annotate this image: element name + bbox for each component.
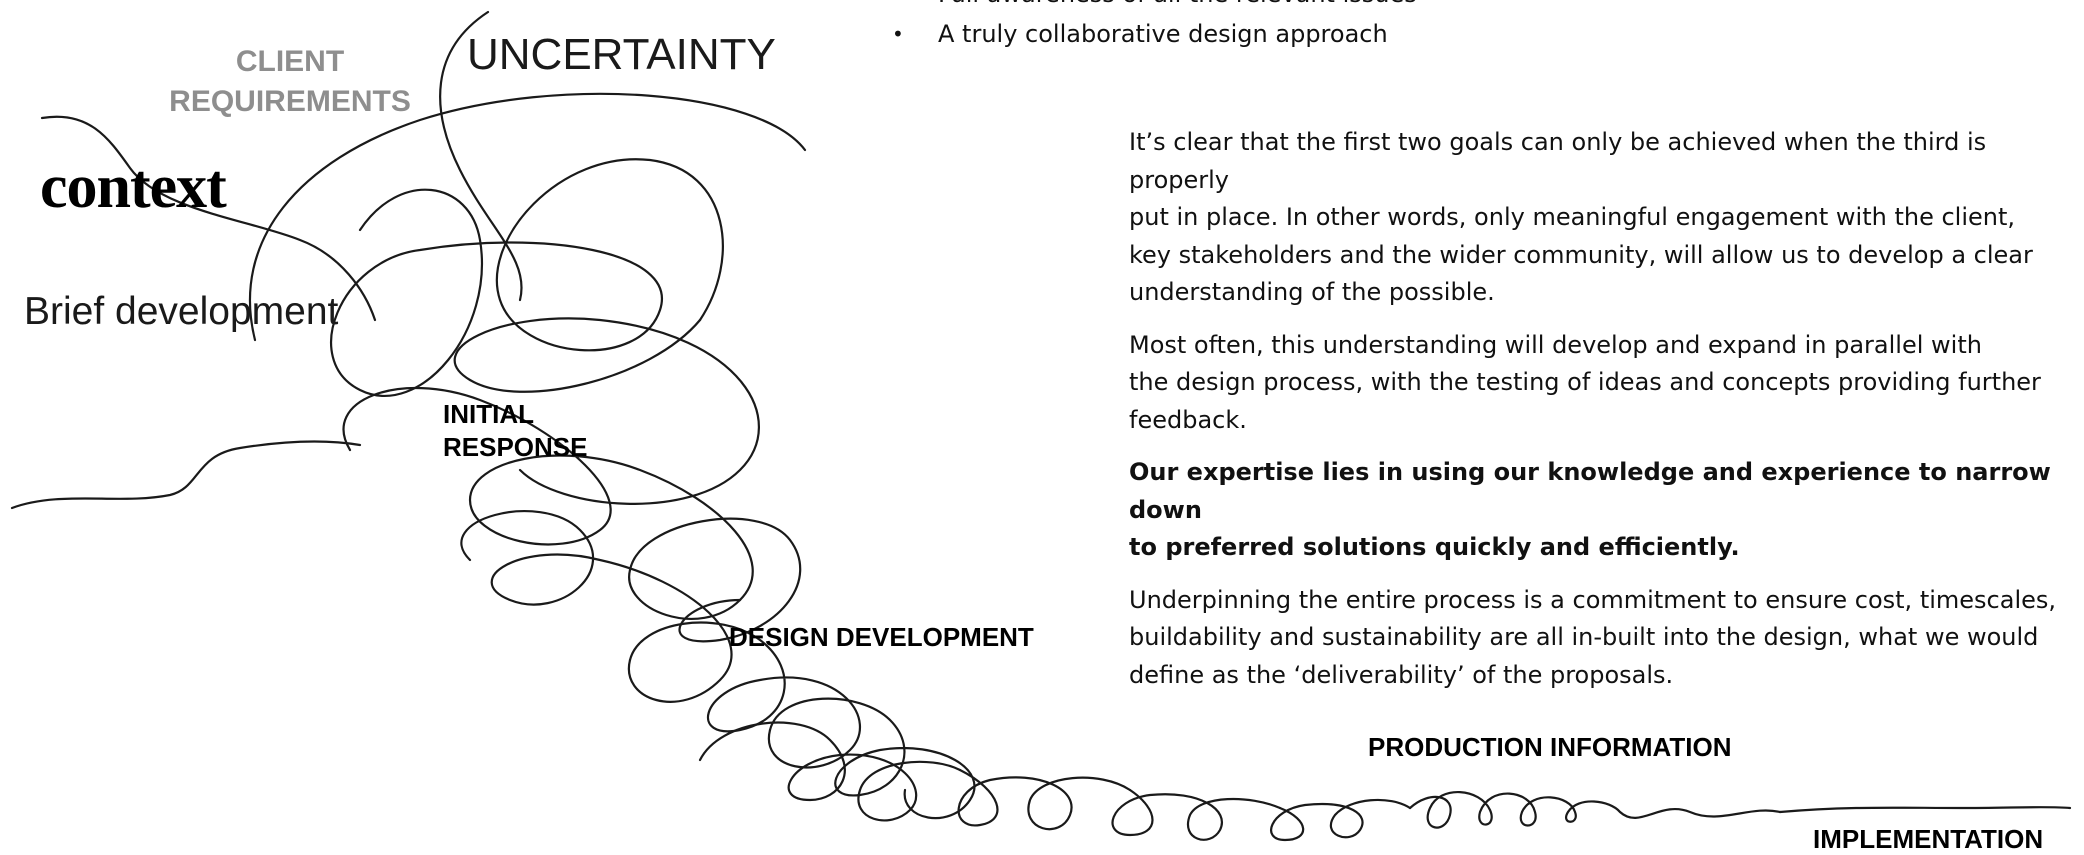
context-label: context	[40, 153, 227, 221]
uncertainty-label: UNCERTAINTY	[467, 30, 776, 79]
production-information-label: PRODUCTION INFORMATION	[1368, 732, 1732, 762]
paragraph-understanding: Most often, this understanding will deve…	[1129, 330, 2041, 434]
left-tail-stroke	[10, 440, 362, 510]
outer-arc-stroke	[248, 92, 807, 342]
initial-response-line1: INITIAL	[443, 399, 534, 429]
design-loop-stroke-3	[768, 697, 976, 820]
paragraph-goals: It’s clear that the first two goals can …	[1129, 128, 2033, 306]
design-development-label: DESIGN DEVELOPMENT	[729, 622, 1034, 652]
bullet-item: • A truly collaborative design approach	[890, 14, 1417, 54]
lower-loop-stroke-3	[1111, 788, 1282, 841]
bullet-item: • Full awareness of all the relevant iss…	[890, 0, 1417, 14]
client-requirements-line2: REQUIREMENTS	[169, 85, 411, 118]
initial-response-label: INITIAL RESPONSE	[443, 398, 588, 464]
context-stroke	[40, 115, 377, 322]
client-requirements-line1: CLIENT	[235, 45, 345, 78]
goals-bullet-list: • Full awareness of all the relevant iss…	[890, 0, 1417, 54]
brief-development-label: Brief development	[24, 290, 339, 333]
lower-loop-stroke-1	[698, 721, 962, 822]
paragraph-expertise: Our expertise lies in using our knowledg…	[1129, 458, 2051, 561]
implementation-label: IMPLEMENTATION	[1813, 824, 2044, 854]
bullet-text: A truly collaborative design approach	[938, 20, 1388, 48]
initial-loop-stroke	[342, 387, 754, 620]
implementation-line-stroke	[1778, 806, 2072, 814]
initial-response-line2: RESPONSE	[443, 432, 588, 462]
bullet-text: Full awareness of all the relevant issue…	[938, 0, 1417, 8]
bullet-marker: •	[892, 22, 904, 46]
paragraph-deliverability: Underpinning the entire process is a com…	[1129, 585, 2057, 689]
bullet-marker: •	[892, 0, 904, 14]
lower-loop-stroke-4	[1270, 798, 1412, 842]
client-requirements-label: CLIENT REQUIREMENTS	[150, 42, 430, 122]
body-copy: It’s clear that the first two goals can …	[1129, 124, 2079, 709]
final-squiggle-stroke	[1408, 791, 1782, 829]
upper-loop-stroke-2	[453, 317, 760, 505]
upper-loop-stroke-1	[330, 158, 724, 397]
lower-loop-stroke-2	[957, 768, 1132, 831]
design-loop-stroke-1	[460, 510, 733, 703]
uncertainty-stroke	[439, 10, 523, 302]
